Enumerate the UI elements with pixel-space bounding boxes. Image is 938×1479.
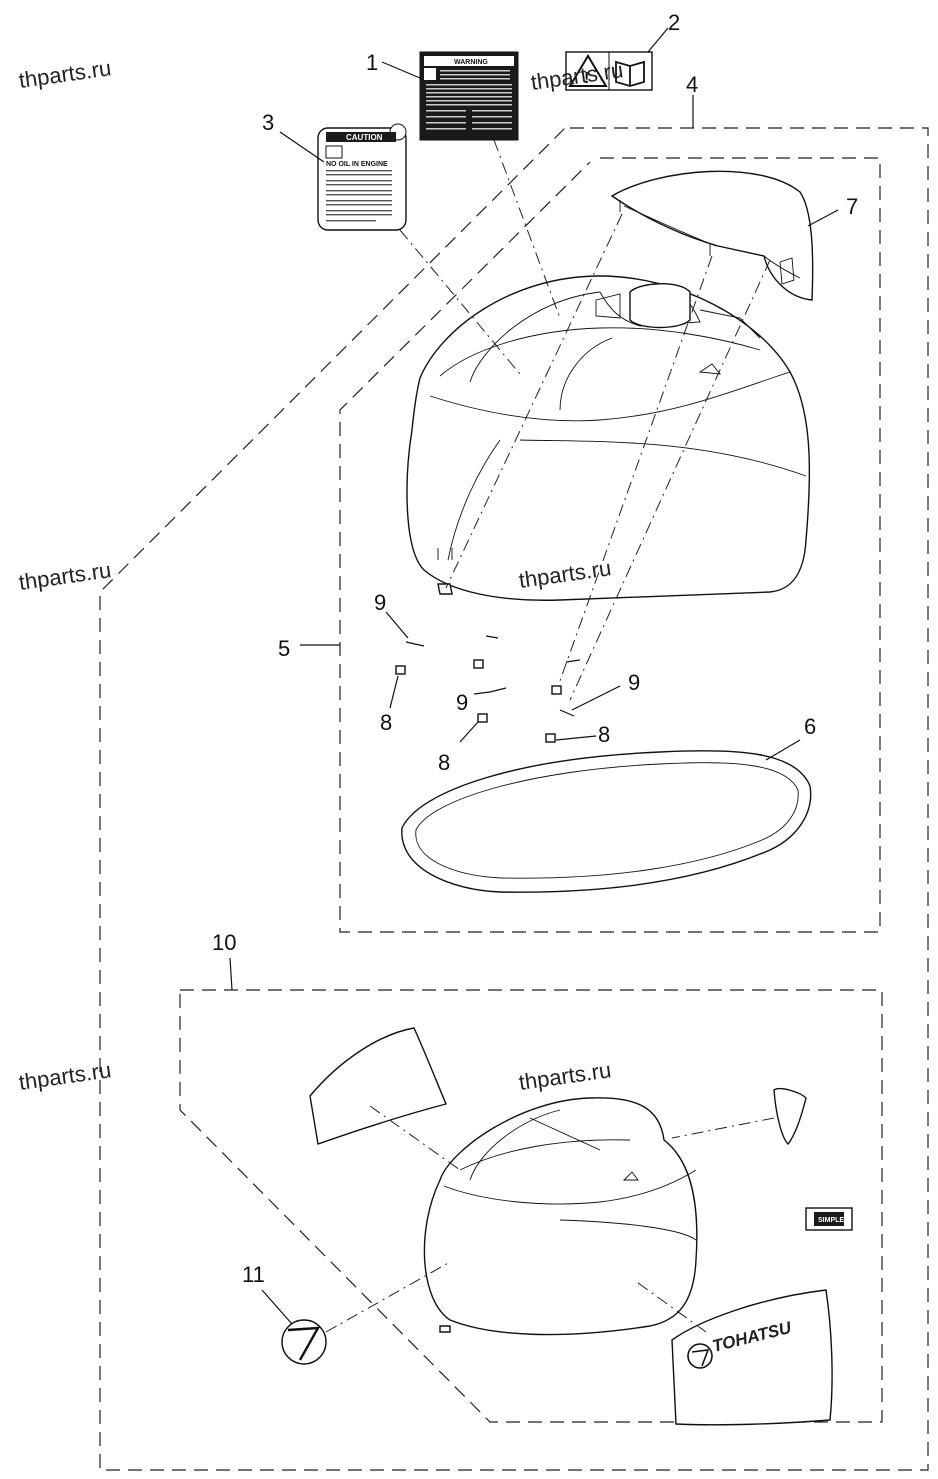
callout-9c: 9 (628, 670, 640, 695)
grommet-8a (395, 665, 406, 675)
projection-side-decal (369, 1105, 461, 1171)
side-decal-panel (309, 1027, 447, 1145)
tohatsu-logo-icon (687, 1343, 713, 1369)
projection-decal3 (399, 229, 521, 375)
front-small-decal (773, 1088, 807, 1146)
caution-decal-line1: NO OIL IN ENGINE (326, 161, 388, 168)
watermark-6: thparts.ru (517, 1057, 613, 1095)
grommet-8d (551, 685, 562, 695)
callout-8b: 8 (438, 750, 450, 775)
caution-decal: CAUTION NO OIL IN ENGINE (317, 123, 407, 231)
group-4-boundary (99, 127, 929, 1471)
callout-4: 4 (686, 72, 698, 97)
clip-9a (405, 641, 425, 647)
leader-8-left (389, 675, 399, 709)
decal-cowling (423, 1097, 698, 1336)
simple-badge: SIMPLE (805, 1207, 853, 1231)
emblem-logo-icon (287, 1326, 321, 1361)
callout-8a: 8 (380, 710, 392, 735)
warning-decal-header: WARNING (454, 59, 488, 66)
grommet-8c (477, 713, 488, 723)
projection-lid-left (445, 213, 623, 589)
callout-7: 7 (846, 194, 858, 219)
callout-11: 11 (242, 1262, 265, 1287)
watermark-3: thparts.ru (17, 557, 113, 595)
fastener-group (395, 635, 581, 743)
grommet-8e (545, 733, 556, 743)
callout-1: 1 (366, 50, 378, 75)
clip-9e (559, 709, 575, 717)
tohatsu-decal: TOHATSU (671, 1289, 833, 1426)
projection-lid-far (569, 259, 771, 701)
simple-badge-label: SIMPLE (818, 1217, 844, 1224)
cowling-seal (401, 750, 812, 893)
leader-7 (807, 209, 839, 227)
projection-emblem (325, 1261, 451, 1333)
callout-9b: 9 (456, 690, 468, 715)
top-cowling (406, 275, 811, 601)
leader-9-right (571, 685, 621, 711)
grommet-8b (473, 659, 484, 669)
leader-3 (279, 131, 325, 163)
callout-2: 2 (668, 10, 680, 35)
projection-lid-right (555, 255, 713, 693)
leader-11 (261, 1289, 293, 1325)
leader-1 (381, 61, 421, 79)
callout-9a: 9 (374, 590, 386, 615)
clip-9c (489, 687, 507, 693)
projection-brand (633, 1279, 707, 1333)
leader-9-mid (473, 691, 491, 695)
leader-8-mid (459, 721, 479, 743)
warning-triangle-icon (568, 54, 608, 87)
manual-icon-decal: ! (565, 51, 653, 91)
leader-6 (765, 739, 801, 761)
callout-6: 6 (804, 714, 816, 739)
svg-text:!: ! (584, 70, 589, 87)
clip-9b (485, 635, 499, 639)
callout-8c: 8 (598, 722, 610, 747)
leader-10 (229, 957, 233, 991)
callout-3: 3 (262, 110, 274, 135)
leader-2 (647, 27, 669, 53)
callout-5: 5 (278, 636, 290, 661)
group-5-boundary (339, 157, 881, 933)
callout-10: 10 (212, 930, 236, 955)
watermark-5: thparts.ru (17, 1057, 113, 1095)
projection-front-decal (671, 1117, 775, 1139)
watermark-1: thparts.ru (17, 55, 113, 93)
warning-decal: WARNING (419, 51, 519, 141)
projection-decal1 (493, 139, 561, 319)
caution-decal-header: CAUTION (346, 133, 383, 142)
leader-9-top (385, 611, 409, 639)
book-icon (615, 60, 645, 87)
leader-8-right (555, 735, 597, 741)
round-emblem (281, 1319, 327, 1365)
top-cover-lid (610, 170, 814, 301)
clip-9d (565, 659, 581, 663)
